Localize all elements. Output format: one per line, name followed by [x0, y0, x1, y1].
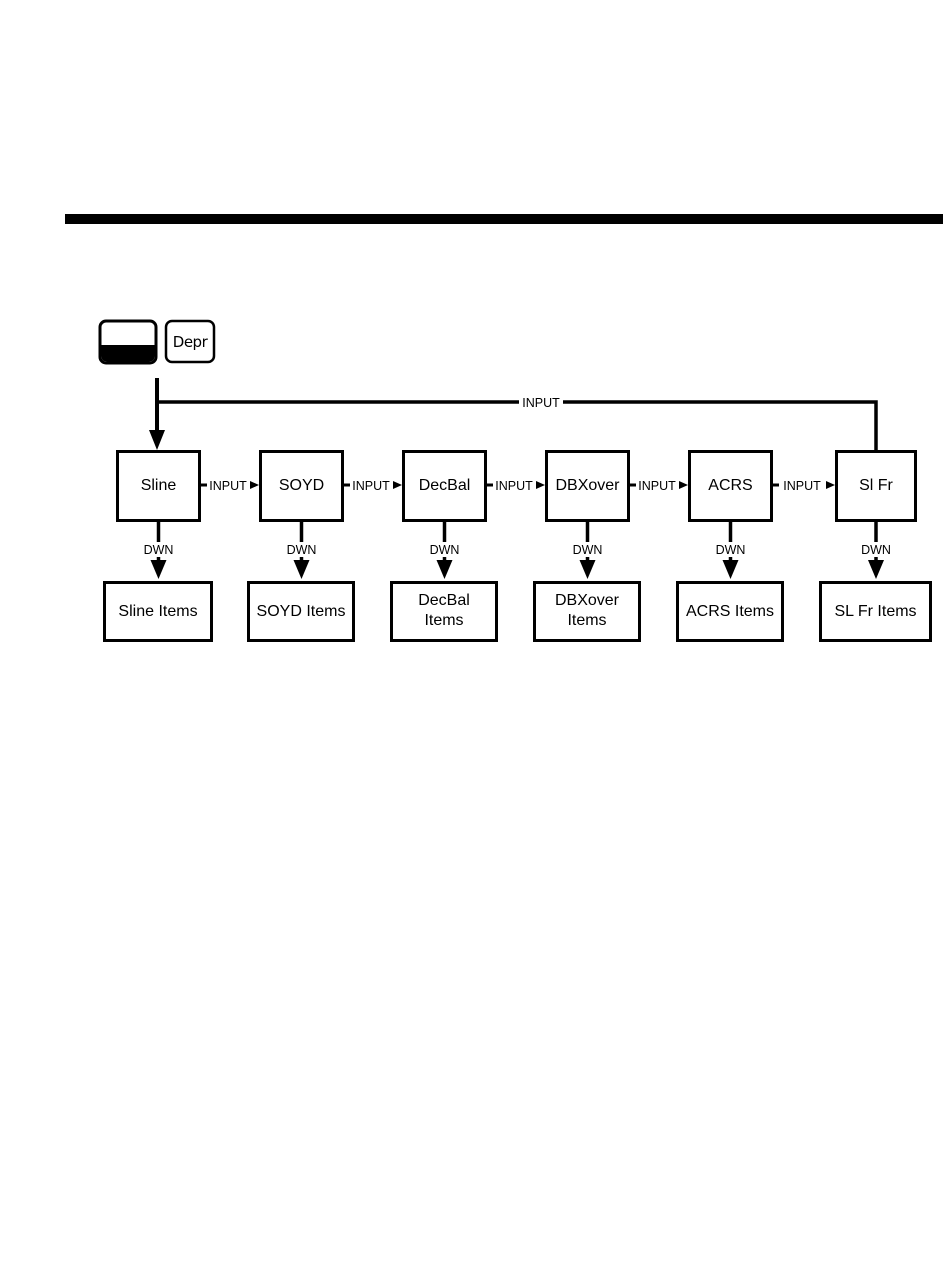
- items-box-2[interactable]: SOYD Items: [249, 583, 354, 641]
- items-label: Sline Items: [118, 603, 197, 620]
- down-connector: DWN: [141, 522, 177, 579]
- mode-label: DecBal: [419, 477, 471, 494]
- items-label: Items: [424, 612, 463, 629]
- down-label: DWN: [287, 543, 317, 557]
- next-input-label: INPUT: [209, 479, 247, 493]
- items-label: Items: [567, 612, 606, 629]
- items-label: SOYD Items: [257, 603, 346, 620]
- down-connector: DWN: [713, 522, 749, 579]
- mode-box-1[interactable]: Sline: [118, 452, 200, 521]
- next-input-label: INPUT: [638, 479, 676, 493]
- depr-key[interactable]: Depr: [166, 321, 214, 362]
- next-input-label: INPUT: [352, 479, 390, 493]
- next-connector: INPUT: [487, 477, 545, 493]
- mode-label: ACRS: [708, 477, 752, 494]
- mode-box-4[interactable]: DBXover: [547, 452, 629, 521]
- down-label: DWN: [716, 543, 746, 557]
- next-connector: INPUT: [344, 477, 402, 493]
- down-connector: DWN: [858, 522, 894, 579]
- mode-label: Sline: [141, 477, 177, 494]
- loop-back-connector: INPUT: [157, 394, 876, 450]
- mode-box-3[interactable]: DecBal: [404, 452, 486, 521]
- entry-arrowhead: [149, 430, 165, 450]
- mode-box-2[interactable]: SOYD: [261, 452, 343, 521]
- down-connector: DWN: [427, 522, 463, 579]
- items-label: DecBal: [418, 592, 470, 609]
- down-connector: DWN: [284, 522, 320, 579]
- items-box-5[interactable]: ACRS Items: [678, 583, 783, 641]
- next-connector: INPUT: [630, 477, 688, 493]
- items-box-1[interactable]: Sline Items: [105, 583, 212, 641]
- shift-key[interactable]: [100, 321, 156, 363]
- items-label: ACRS Items: [686, 603, 774, 620]
- mode-box-5[interactable]: ACRS: [690, 452, 772, 521]
- depr-key-label: Depr: [173, 333, 209, 351]
- header-rule: [65, 214, 943, 224]
- down-label: DWN: [573, 543, 603, 557]
- items-box-6[interactable]: SL Fr Items: [821, 583, 931, 641]
- next-input-label: INPUT: [495, 479, 533, 493]
- down-label: DWN: [861, 543, 891, 557]
- down-label: DWN: [144, 543, 174, 557]
- loop-input-label: INPUT: [522, 396, 560, 410]
- items-label: SL Fr Items: [834, 603, 916, 620]
- down-label: DWN: [430, 543, 460, 557]
- next-connector: INPUT: [201, 477, 259, 493]
- items-label: DBXover: [555, 592, 620, 609]
- mode-label: DBXover: [555, 477, 620, 494]
- mode-label: Sl Fr: [859, 477, 893, 494]
- mode-label: SOYD: [279, 477, 324, 494]
- next-input-label: INPUT: [783, 479, 821, 493]
- mode-box-6[interactable]: Sl Fr: [837, 452, 916, 521]
- down-connector: DWN: [570, 522, 606, 579]
- next-connector: INPUT: [773, 477, 835, 493]
